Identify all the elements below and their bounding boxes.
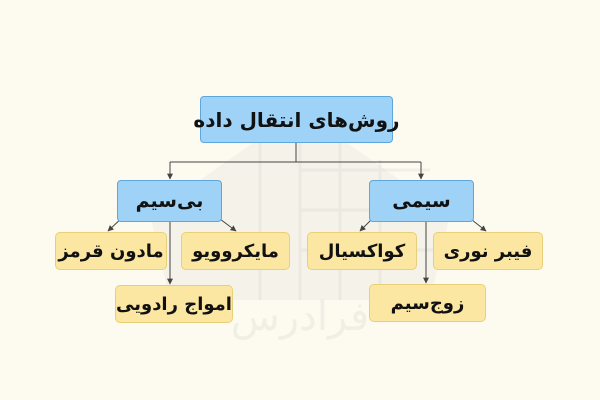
coaxial-node: کواکسیال — [307, 232, 417, 270]
microwave-node: مایکروویو — [181, 232, 290, 270]
root-node: روش‌های انتقال داده — [193, 96, 400, 143]
wireless-node: بی‌سیم — [117, 180, 222, 222]
wired-node: سیمی — [369, 180, 474, 222]
fiber-optic-node: فیبر نوری — [433, 232, 543, 270]
watermark-text: فرادرس — [231, 294, 369, 340]
infrared-node: مادون قرمز — [55, 232, 167, 270]
radio-waves-node: امواج رادویی — [115, 285, 233, 323]
twisted-pair-node: زوج‌سیم — [369, 284, 486, 322]
